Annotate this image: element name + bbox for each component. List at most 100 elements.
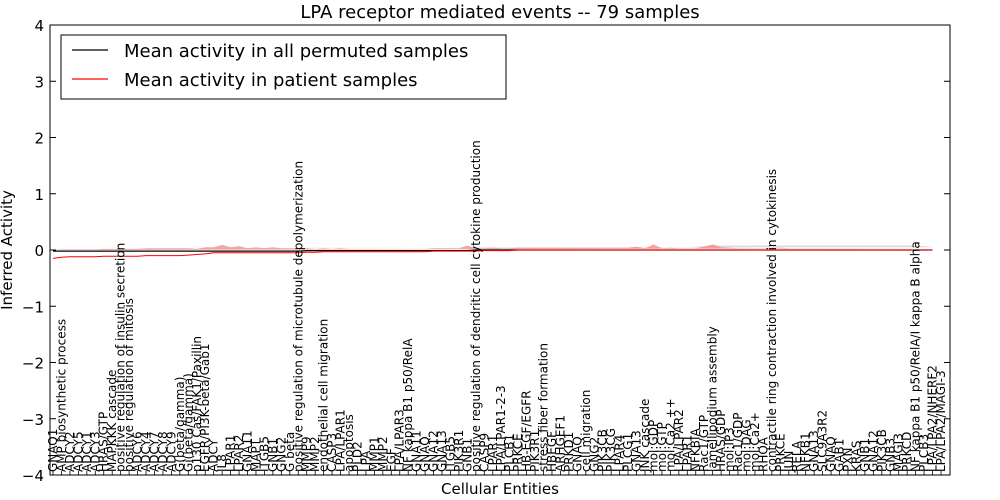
x-tick-label: ADCY3 — [88, 431, 102, 472]
x-tick-label: ARHGEF1 — [553, 415, 567, 472]
x-tick-label: PXN — [841, 448, 855, 472]
x-tick-label: mol:GDP — [647, 420, 661, 472]
x-tick-label: Rac1/GDP — [731, 413, 745, 472]
x-tick-label: LPAR4 — [613, 435, 627, 472]
x-tick-label: mol:IP3 — [723, 427, 737, 472]
x-tick-label: LPAR2 — [232, 435, 246, 472]
x-tick-label: positive regulation of mitosis — [122, 298, 136, 472]
x-tick-label: LPA — [359, 450, 373, 472]
x-tick-label: GNA13 — [807, 430, 821, 472]
x-tick-label: PLCG1 — [621, 433, 635, 472]
x-tick-label: CASP3 — [325, 433, 339, 472]
x-tick-label: NF kappa B1 p50/RelA — [401, 338, 415, 472]
y-axis-label: Inferred Activity — [0, 190, 16, 310]
x-tick-label: PIK3CG — [604, 428, 618, 472]
x-tick-label: ADCY7 — [148, 431, 162, 472]
x-tick-label: MAPT — [249, 438, 263, 472]
x-tick-label: HB-EGF/EGFR — [520, 390, 534, 472]
legend-box — [60, 34, 507, 100]
x-tick-label: SLC9A3R2 — [816, 410, 830, 472]
x-tick-label: LPA/LPAR2 — [672, 409, 686, 472]
series-lines — [52, 249, 933, 259]
x-tick-label: ADCY6 — [131, 431, 145, 472]
x-axis-label: Cellular Entities — [441, 480, 559, 498]
x-tick-label: LPAR1 — [486, 435, 500, 472]
x-tick-label: IL8 — [215, 454, 229, 472]
x-tick-label: HRAS/GTP — [97, 412, 111, 472]
x-tick-label: mol:GTP — [655, 422, 669, 472]
x-tick-label: G(beta/gamma) — [173, 377, 187, 472]
x-tick-label: ADCY8 — [156, 431, 170, 472]
x-tick-label: LPA/LPAR1-2-3 — [494, 385, 508, 472]
x-tick-label: ITGB5 — [444, 436, 458, 472]
x-tick-label: MMP9 — [300, 436, 314, 472]
y-tick-label: −3 — [22, 411, 44, 429]
x-tick-label: CASP9 — [477, 433, 491, 472]
x-tick-label: LPA/LPA2/MAGI-3 — [934, 370, 948, 472]
x-tick-label: PRKD1 — [562, 432, 576, 472]
x-tick-label: PLD2 — [351, 441, 365, 472]
x-tick-label: GNG2 — [587, 437, 601, 472]
x-tick-label: positive regulation of insulin secretion — [114, 243, 128, 472]
x-tick-label: GNA13 — [630, 430, 644, 472]
x-tick-label: MAPKKK cascade — [105, 370, 119, 472]
x-tick-label: PIK3R1 — [528, 430, 542, 472]
x-tick-label: AMP biosynthetic process — [55, 319, 69, 472]
x-tick-label: p130 Cas/FAK1/Paxillin — [190, 336, 204, 472]
x-tick-label: EGF — [384, 448, 398, 472]
y-tick-label: −2 — [22, 355, 44, 373]
x-tick-label: GNAQ — [824, 436, 838, 472]
x-tick-label: contractile ring contraction involved in… — [765, 169, 779, 472]
y-tick-label: 4 — [34, 17, 44, 35]
x-tick-label: PIK3CB — [596, 429, 610, 472]
patient-band — [53, 244, 933, 250]
x-tick-label: GNB1 — [460, 438, 474, 472]
x-tick-label: PIK3CB — [875, 429, 889, 472]
y-tick-label: 0 — [34, 242, 44, 260]
x-tick-label: PIK3R1 — [452, 430, 466, 472]
chart-title: LPA receptor mediated events -- 79 sampl… — [300, 2, 699, 23]
x-tick-label: GNG2 — [274, 437, 288, 472]
x-tick-label: LPA/LPAR3 — [393, 409, 407, 472]
x-tick-label: LPA/LPA2/NHERF2 — [926, 365, 940, 472]
x-tick-label: KRAS — [849, 440, 863, 472]
x-tick-label: EGFR/PI3K-beta/Gab1 — [198, 343, 212, 472]
y-tick-label: 3 — [34, 73, 44, 91]
x-tick-label: cell migration — [579, 390, 593, 472]
legend: Mean activity in all permuted samples Me… — [60, 34, 507, 100]
x-tick-label: Gi(beta/gamma) — [181, 373, 195, 472]
x-tick-label: ADCY9 — [164, 431, 178, 472]
x-tick-label: Rac1/GTP — [697, 415, 711, 472]
x-tick-label: PLCB1 — [503, 434, 517, 472]
x-tick-label: PRKCE — [773, 433, 787, 472]
x-tick-label: stress fiber formation — [537, 343, 551, 472]
x-tick-label: PRKCD — [900, 432, 914, 472]
x-tick-label: GNA13 — [435, 430, 449, 472]
x-tick-label: LPAR1 — [680, 435, 694, 472]
x-tick-label: GNB3 — [883, 438, 897, 472]
x-tick-label: HBEGF — [545, 431, 559, 472]
legend-label-permuted: Mean activity in all permuted samples — [124, 41, 468, 62]
x-tick-label: ITGB5 — [257, 436, 271, 472]
x-tick-label: GNA12 — [427, 430, 441, 472]
confidence-bands — [53, 244, 933, 250]
y-tick-label: −1 — [22, 298, 44, 316]
x-tick-label: GAB1 — [833, 439, 847, 472]
x-tick-label: MMP1 — [367, 436, 381, 472]
x-tick-label: lamellipodium assembly — [706, 326, 720, 472]
x-tick-label: JNK cascade — [638, 399, 652, 473]
x-tick-label: GNB1 — [858, 438, 872, 472]
x-tick-label: ADCY4 — [139, 431, 153, 472]
x-tick-label: GNAQ — [570, 436, 584, 472]
x-tick-label: GNA11 — [410, 430, 424, 472]
x-tick-label: JUN — [782, 451, 796, 473]
x-tick-label: RHOA — [756, 436, 770, 472]
x-tick-label: RELA — [790, 440, 804, 472]
x-tick-label: GNA12 — [866, 430, 880, 472]
x-tick-label: MAGI3 — [892, 433, 906, 472]
x-tick-label: GNB1 — [266, 438, 280, 472]
legend-label-patient: Mean activity in patient samples — [124, 70, 418, 91]
x-tick-label: PLCB3 — [917, 434, 931, 472]
